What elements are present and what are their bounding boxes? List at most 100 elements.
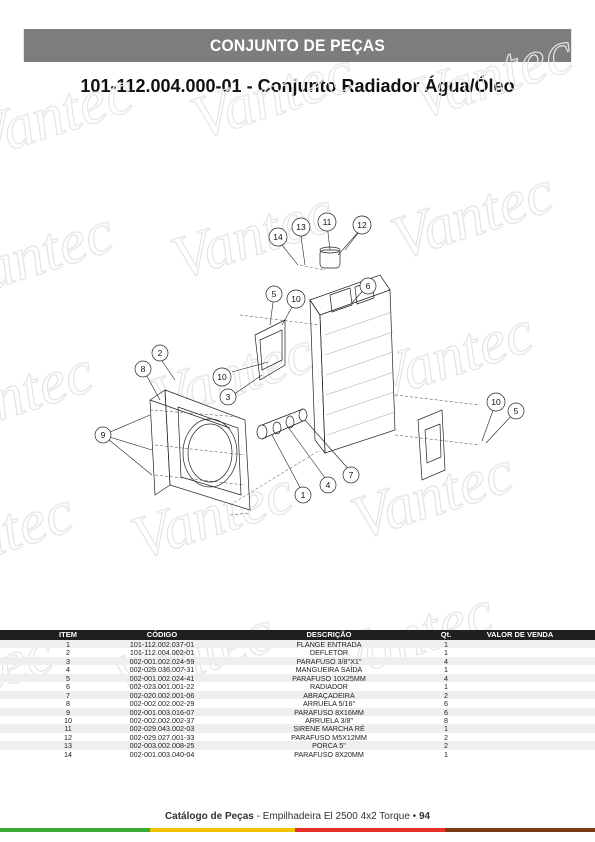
cell-qt: 2 — [444, 690, 448, 700]
cell-item: 10 — [64, 715, 72, 725]
callout-6: 6 — [359, 277, 377, 295]
callout-7: 7 — [342, 466, 360, 484]
parts-table: ITEM CÓDIGO DESCRIÇÃO Qt. VALOR DE VENDA… — [0, 630, 595, 759]
callout-10c: 10 — [486, 392, 506, 412]
deflector-part — [149, 389, 251, 511]
table-row: 12 002-029.027.001-33 PARAFUSO M5X12MM 2 — [0, 732, 595, 742]
callout-14: 14 — [268, 227, 288, 247]
svg-text:2: 2 — [158, 348, 163, 358]
col-codigo-header: CÓDIGO — [146, 630, 178, 639]
cell-codigo: 002-029.036.007-31 — [129, 665, 195, 675]
cell-descricao: PARAFUSO M5X12MM — [291, 732, 367, 742]
left-bracket — [254, 319, 286, 381]
cell-qt: 2 — [444, 741, 448, 751]
cell-descricao: RADIADOR — [310, 682, 348, 692]
svg-text:11: 11 — [323, 217, 332, 227]
cell-item: 3 — [66, 656, 70, 666]
cell-qt: 1 — [444, 724, 448, 734]
cell-descricao: DEFLETOR — [309, 648, 349, 658]
cell-qt: 1 — [444, 682, 448, 692]
right-bracket — [417, 409, 446, 481]
svg-text:5: 5 — [272, 289, 277, 299]
cell-codigo: 101-112.004.002-01 — [129, 648, 195, 658]
svg-text:12: 12 — [357, 220, 367, 230]
callout-8: 8 — [134, 360, 152, 378]
svg-text:10: 10 — [291, 294, 301, 304]
cell-codigo: 002-023.001.001-22 — [129, 682, 195, 692]
svg-text:7: 7 — [349, 470, 354, 480]
page-number: 94 — [418, 811, 431, 822]
hose-part — [256, 408, 308, 440]
cell-item: 12 — [64, 732, 72, 742]
svg-text:3: 3 — [226, 392, 231, 402]
footer-catalog: Catálogo de Peças — [164, 811, 254, 822]
cell-qt: 1 — [444, 749, 448, 759]
cell-item: 2 — [66, 648, 70, 658]
cell-item: 4 — [66, 665, 70, 675]
cell-descricao: ARRUELA 5/16" — [302, 699, 356, 709]
callout-4: 4 — [319, 476, 337, 494]
cell-codigo: 002-020.002.001-06 — [129, 690, 195, 700]
svg-text:4: 4 — [326, 480, 331, 490]
table-row: 2 101-112.004.002-01 DEFLETOR 1 — [0, 648, 595, 658]
cell-qt: 6 — [444, 707, 448, 717]
table-row: 14 002-001.003.040-04 PARAFUSO 8X20MM 1 — [0, 749, 595, 759]
callout-9: 9 — [94, 426, 112, 444]
page-title: 101-112.004.000-01 - Conjunto Radiador Á… — [80, 76, 515, 96]
svg-text:8: 8 — [141, 364, 146, 374]
cell-qt: 8 — [444, 715, 448, 725]
callout-11: 11 — [317, 212, 337, 232]
cell-descricao: PARAFUSO 8X20MM — [294, 749, 364, 759]
cell-descricao: PARAFUSO 8X16MM — [294, 707, 364, 717]
cell-qt: 4 — [444, 656, 448, 666]
cell-qt: 1 — [444, 640, 448, 649]
stripe-brown — [445, 828, 595, 832]
callout-5a: 5 — [265, 285, 283, 303]
cell-codigo: 002-002.002.002-29 — [129, 699, 195, 709]
svg-text:9: 9 — [101, 430, 106, 440]
callout-5b: 5 — [507, 402, 525, 420]
cell-descricao: ARRUELA 3/8" — [304, 715, 354, 725]
cell-descricao: SIRENE MARCHA RÉ — [293, 724, 365, 734]
callout-2: 2 — [151, 344, 169, 362]
cell-item: 7 — [66, 690, 70, 700]
callout-10a: 10 — [212, 367, 232, 387]
svg-text:Vantec: Vantec — [0, 58, 142, 174]
svg-text:6: 6 — [366, 281, 371, 291]
table-row: 3 002-001.002.024-59 PARAFUSO 3/8"X1" 4 — [0, 656, 595, 666]
radiator-part — [309, 274, 396, 455]
cell-codigo: 002-029.043.002-03 — [129, 724, 195, 734]
callout-13: 13 — [291, 217, 311, 237]
cell-descricao: FLANGE ENTRADA — [296, 640, 362, 649]
cell-item: 14 — [64, 749, 72, 759]
svg-text:14: 14 — [273, 232, 283, 242]
cell-codigo: 002-001.003.040-04 — [129, 749, 195, 759]
table-row: 7 002-020.002.001-06 ABRAÇADEIRA 2 — [0, 690, 595, 700]
callout-10b: 10 — [286, 289, 306, 309]
cell-qt: 1 — [444, 665, 448, 675]
col-qt-header: Qt. — [440, 630, 452, 639]
cell-descricao: PARAFUSO 10X25MM — [292, 673, 366, 683]
cell-item: 1 — [66, 640, 70, 649]
cell-qt: 2 — [444, 732, 448, 742]
cell-descricao: PARAFUSO 3/8"X1" — [296, 656, 362, 666]
cell-descricao: PORCA 5" — [312, 741, 346, 751]
cell-codigo: 002-003.002.008-25 — [129, 741, 195, 751]
exploded-parts-diagram: 2 8 9 10 3 5 10 6 14 13 11 12 1 4 7 10 5 — [94, 212, 525, 516]
cell-codigo: 002-029.027.001-33 — [129, 732, 195, 742]
cell-codigo: 002-001.002.024-59 — [129, 656, 195, 666]
footer: Catálogo de Peças - Empilhadeira El 2500… — [0, 811, 595, 822]
cell-descricao: ABRAÇADEIRA — [303, 690, 355, 700]
stripe-yellow — [150, 828, 295, 832]
siren-part — [319, 246, 341, 269]
cell-qt: 1 — [444, 648, 448, 658]
svg-text:10: 10 — [491, 397, 501, 407]
